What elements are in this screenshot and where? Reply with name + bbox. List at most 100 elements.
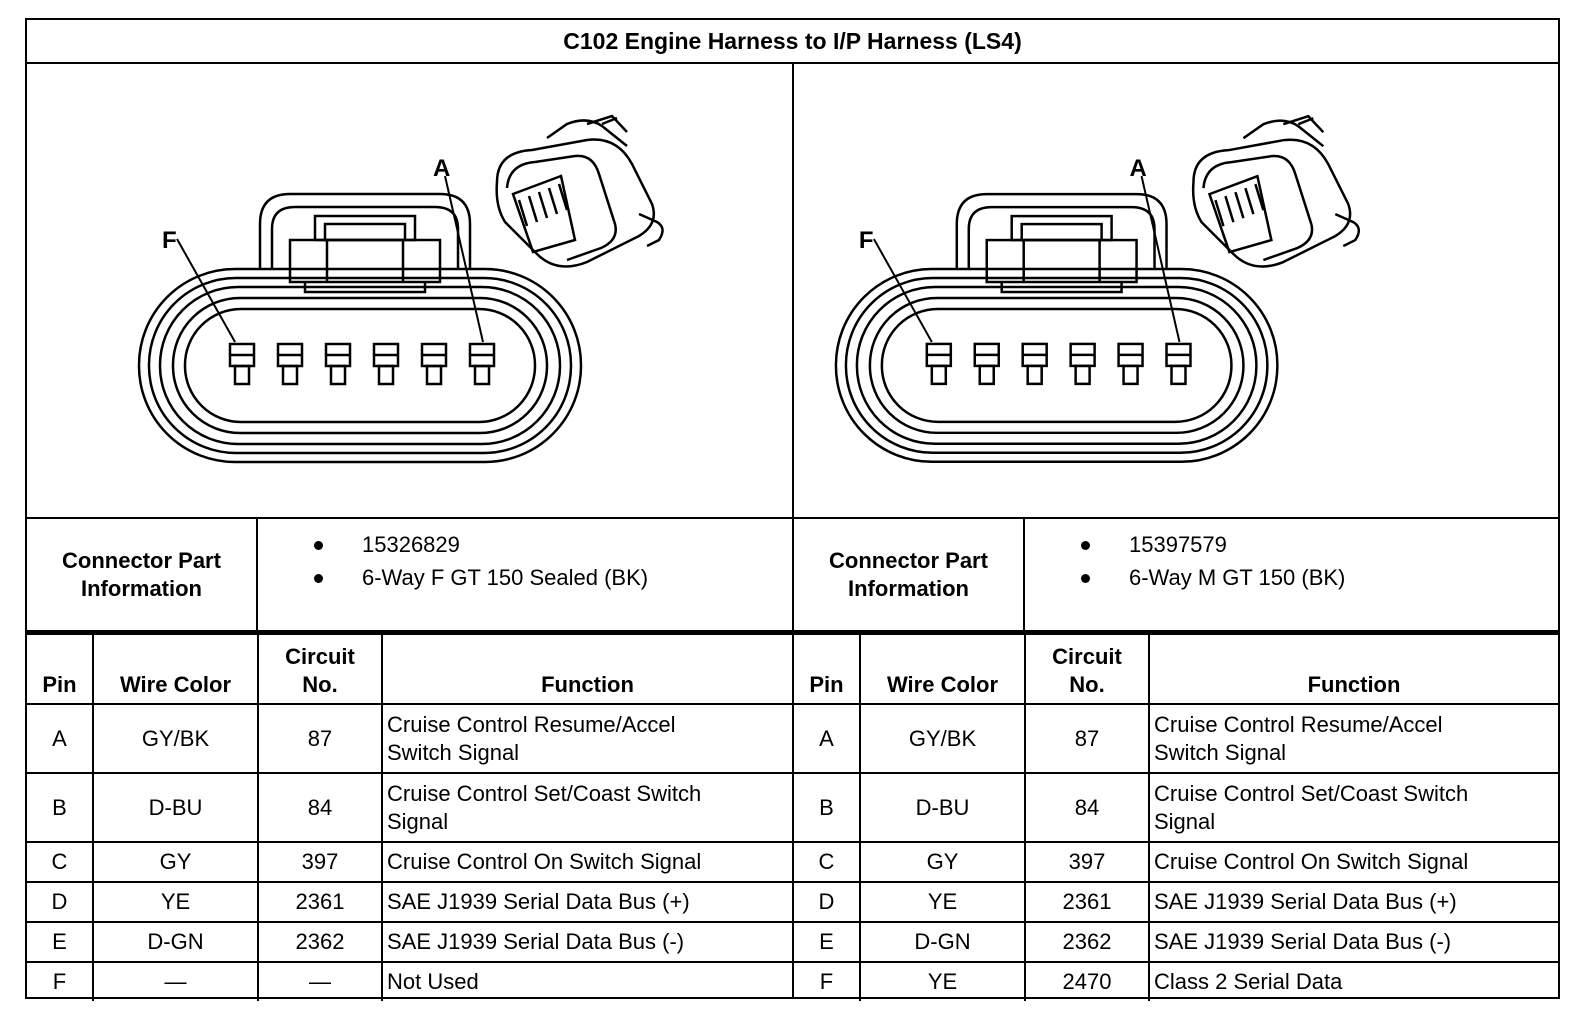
connector-end-view-sheet: C102 Engine Harness to I/P Harness (LS4)	[25, 18, 1560, 1001]
circuit-cell: 87	[1024, 703, 1150, 774]
pin-cell: D	[27, 881, 94, 923]
wire-color-cell: D-GN	[92, 921, 259, 963]
col-function: Function	[1148, 633, 1558, 705]
col-pin: Pin	[794, 633, 861, 705]
wire-color-cell: GY	[859, 841, 1026, 883]
pin-cell: A	[794, 703, 861, 774]
col-pin: Pin	[27, 633, 94, 705]
info-label: Connector Part Information	[27, 519, 258, 630]
circuit-cell: 397	[1024, 841, 1150, 883]
pin-cell: F	[794, 961, 861, 1001]
circuit-cell: 2361	[1024, 881, 1150, 923]
table-row: C GY 397 Cruise Control On Switch Signal	[794, 841, 1558, 883]
table-row: E D-GN 2362 SAE J1939 Serial Data Bus (-…	[27, 921, 792, 963]
bullet-icon	[1081, 540, 1090, 550]
info-label-line-2: Information	[81, 575, 202, 601]
wire-color-cell: GY	[92, 841, 259, 883]
circuit-cell: 2362	[257, 921, 383, 963]
bullet-icon	[314, 540, 323, 550]
part-info-list: 15397579 6-Way M GT 150 (BK)	[1025, 519, 1558, 630]
circuit-cell: —	[257, 961, 383, 1001]
connector-drawing-right: F A	[794, 64, 1558, 519]
connector-face-diagram: F A	[137, 114, 664, 464]
pin-cell: E	[794, 921, 861, 963]
function-cell: SAE J1939 Serial Data Bus (+)	[1148, 881, 1558, 923]
bullet-icon	[1081, 573, 1090, 583]
circuit-cell: 397	[257, 841, 383, 883]
info-label: Connector Part Information	[794, 519, 1025, 630]
wire-color-cell: GY/BK	[92, 703, 259, 774]
pin-cell: F	[27, 961, 94, 1001]
pin-cell: E	[27, 921, 94, 963]
pin-cell: D	[794, 881, 861, 923]
table-row: F YE 2470 Class 2 Serial Data	[794, 961, 1558, 1001]
circuit-cell: 2470	[1024, 961, 1150, 1001]
connector-part-info-right: Connector Part Information 15397579 6-Wa…	[794, 519, 1558, 633]
connector-isometric-icon	[1191, 114, 1361, 268]
pin-a-callout: A	[433, 155, 450, 182]
circuit-cell: 87	[257, 703, 383, 774]
function-cell: SAE J1939 Serial Data Bus (-)	[381, 921, 792, 963]
table-row: E D-GN 2362 SAE J1939 Serial Data Bus (-…	[794, 921, 1558, 963]
bullet-icon	[314, 573, 323, 583]
page-title: C102 Engine Harness to I/P Harness (LS4)	[27, 20, 1558, 64]
wire-color-cell: D-GN	[859, 921, 1026, 963]
table-row: B D-BU 84 Cruise Control Set/Coast Switc…	[27, 772, 792, 843]
pin-a-callout: A	[1130, 155, 1147, 182]
function-cell: Not Used	[381, 961, 792, 1001]
col-function: Function	[381, 633, 792, 705]
connector-isometric-icon	[495, 114, 664, 268]
pin-cell: C	[27, 841, 94, 883]
circuit-cell: 84	[1024, 772, 1150, 843]
wire-color-cell: GY/BK	[859, 703, 1026, 774]
connector-drawing-left: F A	[27, 64, 792, 519]
connector-face-diagram: F A	[834, 114, 1361, 464]
function-cell: SAE J1939 Serial Data Bus (+)	[381, 881, 792, 923]
pin-cell: B	[27, 772, 94, 843]
wire-color-cell: YE	[859, 961, 1026, 1001]
function-cell: SAE J1939 Serial Data Bus (-)	[1148, 921, 1558, 963]
connector-part-info-left: Connector Part Information 15326829 6-Wa…	[27, 519, 792, 633]
pin-cell: C	[794, 841, 861, 883]
info-label-line-1: Connector Part	[829, 547, 988, 573]
table-row: C GY 397 Cruise Control On Switch Signal	[27, 841, 792, 883]
function-cell: Cruise Control On Switch Signal	[381, 841, 792, 883]
table-row: D YE 2361 SAE J1939 Serial Data Bus (+)	[794, 881, 1558, 923]
pin-cell: B	[794, 772, 861, 843]
table-row: B D-BU 84 Cruise Control Set/Coast Switc…	[794, 772, 1558, 843]
info-label-line-2: Information	[848, 575, 969, 601]
wire-color-cell: YE	[92, 881, 259, 923]
function-cell: Class 2 Serial Data	[1148, 961, 1558, 1001]
connector-panel-left: F A Connector Part Information	[27, 64, 794, 1001]
pin-f-callout: F	[162, 227, 177, 254]
col-wire-color: Wire Color	[859, 633, 1026, 705]
connector-panel-right: F A Connector Part Information	[794, 64, 1558, 1001]
table-row: F — — Not Used	[27, 961, 792, 1001]
part-info-list: 15326829 6-Way F GT 150 Sealed (BK)	[258, 519, 792, 630]
circuit-cell: 2361	[257, 881, 383, 923]
col-wire-color: Wire Color	[92, 633, 259, 705]
circuit-cell: 2362	[1024, 921, 1150, 963]
function-cell: Cruise Control On Switch Signal	[1148, 841, 1558, 883]
info-label-line-1: Connector Part	[62, 547, 221, 573]
wire-color-cell: D-BU	[859, 772, 1026, 843]
table-row: D YE 2361 SAE J1939 Serial Data Bus (+)	[27, 881, 792, 923]
wire-color-cell: D-BU	[92, 772, 259, 843]
pin-cell: A	[27, 703, 94, 774]
wire-color-cell: —	[92, 961, 259, 1001]
pin-f-callout: F	[859, 227, 874, 254]
wire-color-cell: YE	[859, 881, 1026, 923]
circuit-cell: 84	[257, 772, 383, 843]
